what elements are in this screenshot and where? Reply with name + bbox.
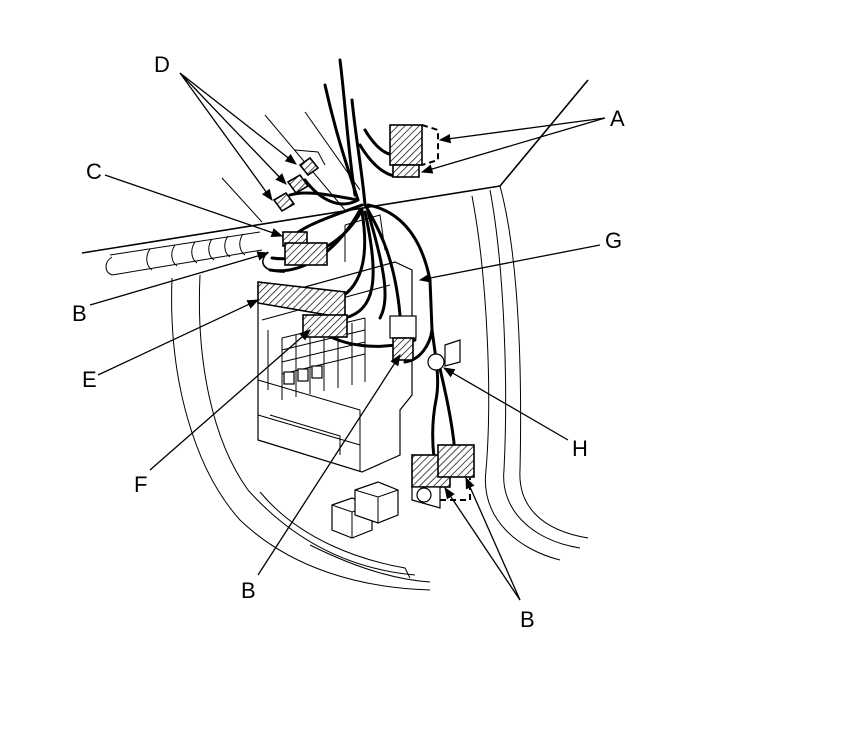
connector-a-bracket	[421, 124, 439, 166]
connector-a-upper	[389, 124, 423, 166]
leader-lines	[89, 72, 606, 601]
connector-b-lower-right	[437, 444, 475, 478]
label-a: A	[610, 106, 625, 131]
lower-relays	[331, 481, 399, 539]
callout-labels: A D C B E F G H B B	[72, 52, 625, 632]
dash-tube	[105, 231, 263, 276]
label-b-right: B	[520, 607, 535, 632]
label-d: D	[154, 52, 170, 77]
label-c: C	[86, 159, 102, 184]
connector-b-left	[284, 242, 328, 266]
connector-b-middle	[392, 337, 414, 361]
label-b-bottom: B	[241, 578, 256, 603]
connector-g-housing	[389, 315, 417, 339]
connector-h	[427, 353, 445, 371]
connector-a-lower	[392, 164, 420, 178]
label-b-left: B	[72, 301, 87, 326]
label-e: E	[82, 367, 97, 392]
connectors	[257, 124, 475, 509]
ground-bracket	[444, 339, 461, 367]
connector-f	[302, 314, 348, 338]
body-panel-outline	[81, 79, 589, 591]
label-h: H	[572, 436, 588, 461]
label-g: G	[605, 228, 622, 253]
label-f: F	[134, 472, 147, 497]
fuse-grid	[281, 317, 366, 400]
connectors-d	[272, 156, 320, 213]
